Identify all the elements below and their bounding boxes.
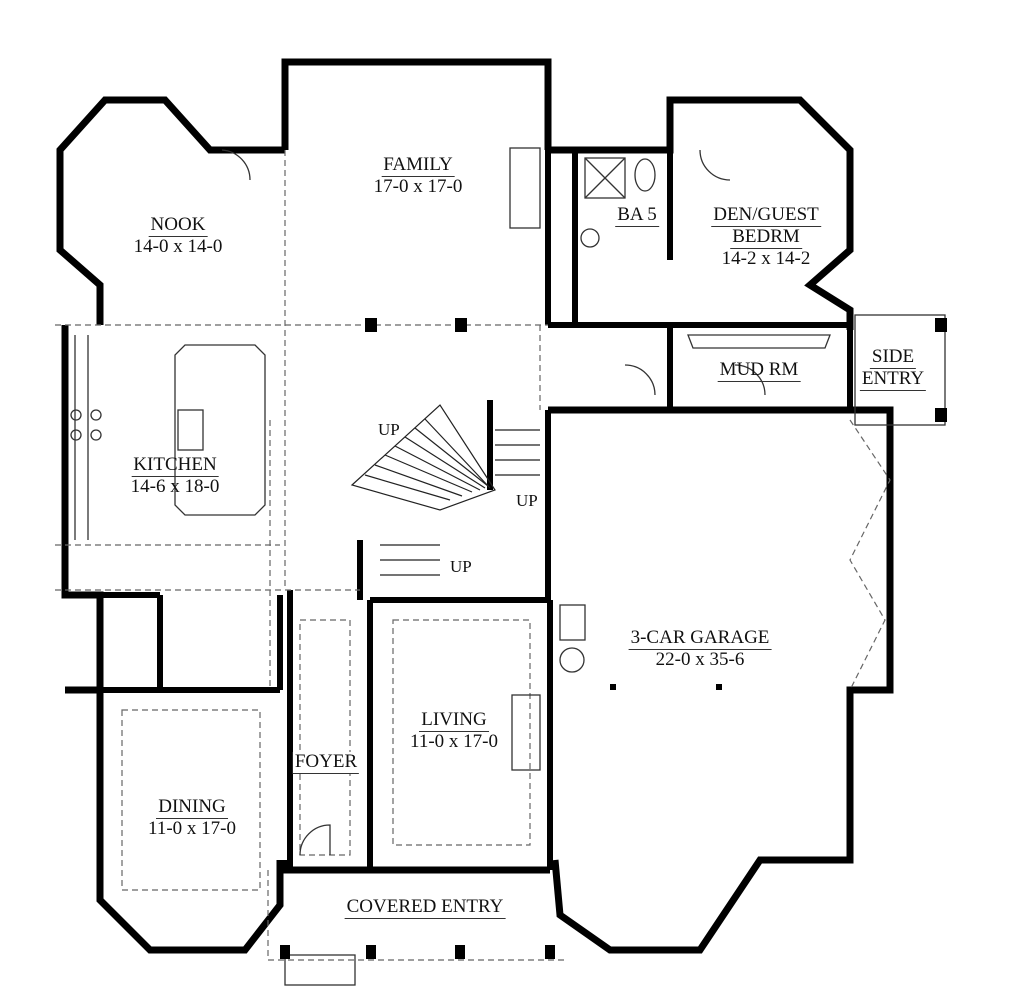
posts — [280, 318, 947, 959]
sink-icon — [177, 409, 204, 451]
room-name-line2: ENTRY — [859, 367, 927, 391]
room-label-family: FAMILY 17-0 x 17-0 — [374, 155, 463, 197]
room-label-kitchen: KITCHEN 14-6 x 18-0 — [131, 455, 220, 497]
room-label-nook: NOOK 14-0 x 14-0 — [134, 215, 223, 257]
room-label-bath: BA 5 — [615, 205, 659, 227]
toilet-icon — [634, 158, 656, 192]
room-name: MUD RM — [717, 359, 801, 382]
family-fireplace — [509, 147, 541, 229]
stair-up-label: UP — [378, 420, 400, 439]
furnace — [559, 647, 585, 673]
room-name: NOOK — [148, 214, 208, 237]
room-name: KITCHEN — [131, 454, 219, 477]
stair-up-label: UP — [450, 557, 472, 576]
room-label-den: DEN/GUEST BEDRM 14-2 x 14-2 — [711, 205, 821, 269]
room-name: SIDE — [869, 346, 917, 369]
room-dimensions: 14-6 x 18-0 — [130, 475, 220, 497]
room-label-living: LIVING 11-0 x 17-0 — [410, 710, 498, 752]
room-name: FOYER — [292, 751, 360, 774]
room-name: LIVING — [419, 709, 489, 732]
room-name: FAMILY — [381, 154, 455, 177]
kitchen-island — [174, 344, 266, 516]
front-door-swing — [299, 824, 331, 856]
door-swing — [734, 364, 766, 396]
water-heater — [559, 604, 586, 641]
room-dimensions: 14-2 x 14-2 — [721, 247, 811, 269]
room-label-foyer: FOYER — [292, 751, 360, 774]
room-name: COVERED ENTRY — [344, 896, 506, 919]
room-dimensions: 14-0 x 14-0 — [133, 235, 223, 257]
stair-up-label: UP — [516, 491, 538, 510]
living-fireplace — [511, 694, 541, 771]
door-swing — [221, 149, 251, 181]
door-swing — [699, 149, 731, 181]
fixtures — [70, 147, 946, 986]
stairs — [350, 404, 540, 576]
door-swing — [624, 364, 656, 396]
exterior-walls — [56, 58, 894, 954]
mudroom-bench — [687, 334, 831, 349]
room-name: 3-CAR GARAGE — [628, 627, 772, 650]
room-label-dining: DINING 11-0 x 17-0 — [148, 797, 236, 839]
shower-icon — [584, 157, 626, 199]
room-name: DINING — [156, 796, 228, 819]
room-label-covered-entry: COVERED ENTRY — [344, 896, 506, 919]
room-label-mudroom: MUD RM — [717, 359, 801, 382]
room-name-line2: BEDRM — [730, 225, 802, 249]
room-dimensions: 17-0 x 17-0 — [373, 175, 463, 197]
room-dimensions: 22-0 x 35-6 — [655, 648, 745, 670]
room-label-side-entry: SIDE ENTRY — [859, 346, 927, 391]
room-dimensions: 11-0 x 17-0 — [410, 730, 498, 752]
room-label-garage: 3-CAR GARAGE 22-0 x 35-6 — [628, 627, 772, 670]
room-name: DEN/GUEST — [711, 204, 821, 227]
bath-sink-icon — [580, 228, 600, 248]
room-dimensions: 11-0 x 17-0 — [148, 817, 236, 839]
room-name: BA 5 — [615, 204, 659, 227]
side-entry-porch — [854, 314, 946, 426]
